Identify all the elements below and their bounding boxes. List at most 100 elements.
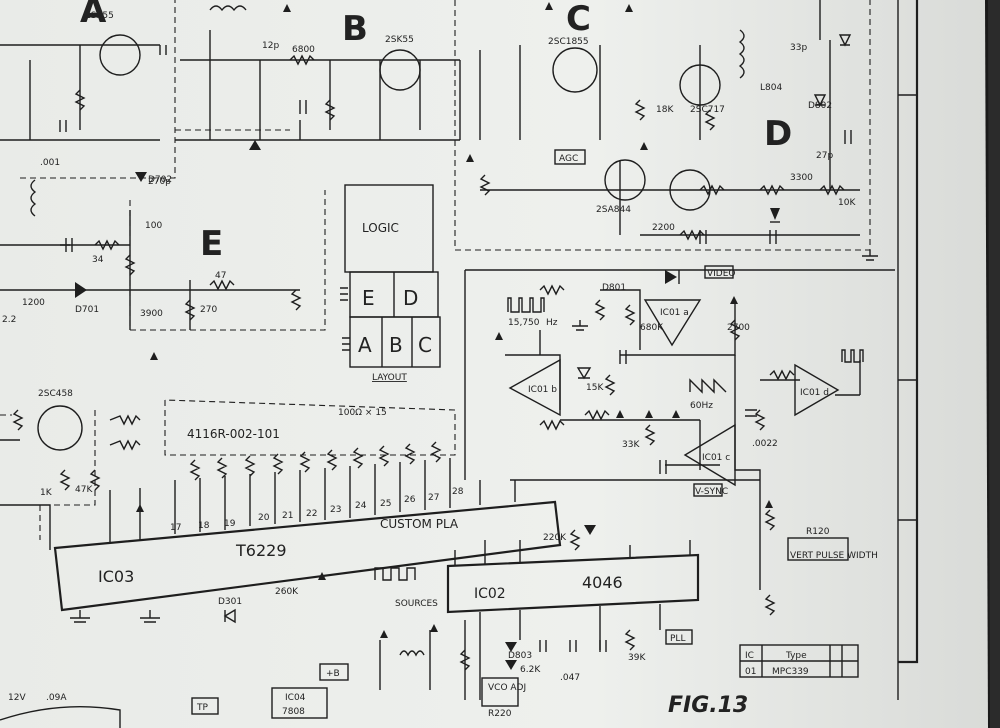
section-label-e: E — [200, 224, 223, 264]
layout-caption: LAYOUT — [372, 373, 407, 383]
component-value: 2200 — [652, 223, 675, 233]
opamp-ic01c: IC01 c — [683, 423, 736, 487]
svg-text:18: 18 — [198, 521, 210, 531]
vco-adj-label: VCO ADJ R220 — [481, 677, 526, 719]
svg-text:VIDEO: VIDEO — [707, 269, 736, 279]
transistor-label: 2SC458 — [38, 389, 73, 399]
component-value: 6800 — [292, 45, 315, 55]
component-value: 3300 — [790, 173, 813, 183]
layout-cell-e: E — [362, 286, 375, 310]
svg-text:IC01 a: IC01 a — [660, 308, 689, 318]
svg-text:VCO ADJ: VCO ADJ — [488, 683, 526, 693]
component-value: 1K — [40, 488, 53, 498]
figure-caption: FIG.13 — [668, 693, 748, 718]
sawtooth-waveform — [689, 378, 727, 394]
layout-diagram: LOGIC E D A B C LAYOUT — [340, 184, 441, 383]
transistor-symbol — [552, 47, 598, 93]
transistor-label: 2SC1855 — [548, 37, 589, 47]
svg-text:IC01 b: IC01 b — [528, 385, 557, 395]
transistor-symbol — [99, 34, 141, 76]
svg-text:IC: IC — [745, 651, 754, 661]
component-value: D802 — [808, 101, 832, 111]
svg-text:IC01 d: IC01 d — [800, 388, 829, 398]
component-value: 47K — [75, 485, 93, 495]
svg-text:25: 25 — [380, 499, 391, 509]
component-value: L804 — [760, 83, 782, 93]
component-value: D702 — [148, 175, 172, 185]
svg-text:IC02: IC02 — [474, 586, 506, 602]
svg-text:24: 24 — [355, 501, 367, 511]
layout-cell-b: B — [389, 333, 403, 357]
plus-b-label: +B — [319, 663, 349, 681]
component-value: 34 — [92, 255, 104, 265]
svg-text:MPC339: MPC339 — [772, 667, 809, 677]
opamp-ic01b: IC01 b — [508, 358, 561, 417]
component-value: .0022 — [752, 439, 778, 449]
component-value: 27p — [816, 151, 833, 161]
transistor-label: 2SC717 — [690, 105, 725, 115]
opamp-ic01d: IC01 d — [794, 363, 840, 417]
svg-text:26: 26 — [404, 495, 416, 505]
transistor-symbol — [679, 64, 721, 106]
component-value: 260K — [275, 587, 299, 597]
svg-text:21: 21 — [282, 511, 293, 521]
svg-text:27: 27 — [428, 493, 439, 503]
svg-text:19: 19 — [224, 519, 236, 529]
transistor-symbol — [379, 49, 421, 91]
component-value: 33K — [622, 440, 640, 450]
layout-title: LOGIC — [362, 221, 399, 235]
svg-text:IC04: IC04 — [285, 693, 306, 703]
hz60-label: 60Hz — [690, 401, 713, 411]
component-value: .047 — [560, 673, 580, 683]
transistor-symbol — [604, 159, 646, 201]
svg-text:28: 28 — [452, 487, 464, 497]
opamp-ic01a: IC01 a — [643, 299, 702, 347]
component-value: 3900 — [140, 309, 163, 319]
component-value: .001 — [40, 158, 60, 168]
component-value: D301 — [218, 597, 242, 607]
section-label-c: C — [566, 0, 591, 39]
ic03-pins: 17 18 19 20 21 22 23 24 25 26 27 28 — [109, 458, 516, 542]
svg-text:TP: TP — [196, 703, 208, 713]
component-value: 220K — [543, 533, 567, 543]
layout-cell-d: D — [403, 286, 418, 310]
transistor-label: 2SA844 — [596, 205, 631, 215]
ic02-4046: IC02 4046 — [446, 540, 700, 700]
component-value: 1200 — [22, 298, 45, 308]
video-label: VIDEO — [704, 265, 736, 279]
resnet-value: 100Ω × 15 — [338, 408, 387, 418]
current-label: .09A — [46, 693, 67, 703]
voltage-label: 12V — [8, 693, 26, 703]
svg-text:Type: Type — [785, 651, 807, 661]
agc-label: AGC — [554, 149, 586, 165]
svg-text:20: 20 — [258, 513, 270, 523]
section-label-d: D — [764, 114, 792, 154]
svg-text:7808: 7808 — [282, 707, 305, 717]
resnet-part: 4116R-002-101 — [187, 427, 280, 441]
component-value: 270p — [148, 177, 171, 187]
ic03-custom-pla: IC03 T6229 CUSTOM PLA — [53, 500, 562, 612]
section-label-a: A — [80, 0, 107, 31]
component-value: D803 — [508, 651, 532, 661]
component-value: 6.2K — [520, 665, 541, 675]
svg-text:17: 17 — [170, 523, 181, 533]
ic04-7808: IC04 7808 — [271, 687, 328, 719]
tp-label: TP — [191, 697, 219, 715]
pll-label: PLL — [665, 629, 693, 645]
component-value: 33p — [790, 43, 807, 53]
resnet-resistors — [189, 441, 442, 481]
svg-text:V-SYNC: V-SYNC — [695, 487, 728, 497]
ic-type-table: IC Type 01 MPC339 — [739, 644, 859, 678]
freq-unit: Hz — [546, 318, 558, 328]
section-label-b: B — [342, 9, 368, 49]
component-value: 18K — [656, 105, 674, 115]
component-value: 39K — [628, 653, 646, 663]
layout-cell-a: A — [358, 333, 372, 357]
v-sync-label: V-SYNC — [693, 483, 728, 497]
svg-text:VERT PULSE WIDTH: VERT PULSE WIDTH — [790, 551, 878, 561]
svg-text:IC03: IC03 — [98, 567, 134, 586]
pulse-waveform — [841, 349, 864, 363]
component-value: 15K — [586, 383, 604, 393]
